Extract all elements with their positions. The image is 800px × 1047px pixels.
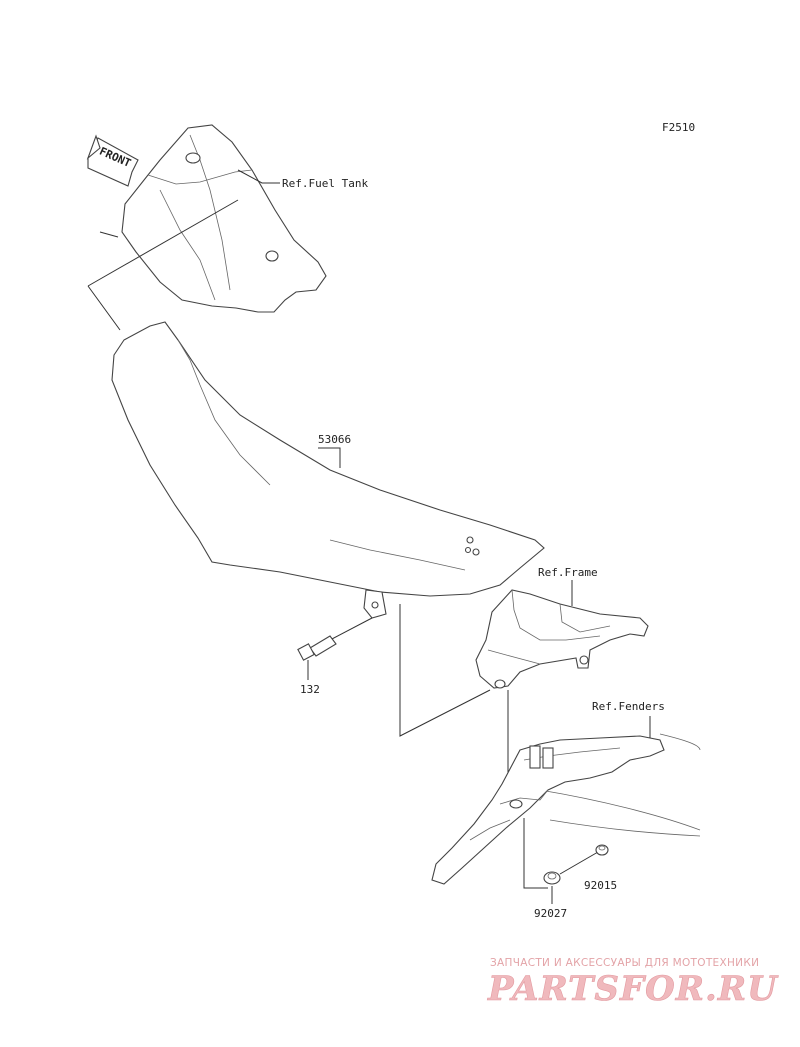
front-arrow-icon: FRONT — [86, 134, 139, 187]
seat-part-number: 53066 — [318, 433, 351, 446]
nut-part[interactable] — [543, 871, 561, 885]
ref-fuel-tank-label: Ref.Fuel Tank — [282, 177, 368, 190]
watermark-logo: ЗАПЧАСТИ И АКСЕССУАРЫ ДЛЯ МОТОТЕХНИКИ PA… — [487, 957, 779, 1009]
seat-bracket — [363, 589, 387, 619]
bolt-part[interactable] — [297, 617, 373, 661]
watermark-tagline: ЗАПЧАСТИ И АКСЕССУАРЫ ДЛЯ МОТОТЕХНИКИ — [490, 957, 759, 969]
ref-frame-label: Ref.Frame — [538, 566, 598, 579]
seat-part[interactable] — [111, 321, 545, 597]
nut-part-number: 92027 — [534, 907, 567, 920]
ref-fenders-label: Ref.Fenders — [592, 700, 665, 713]
fuel-tank-part[interactable] — [121, 124, 327, 313]
fender-part[interactable] — [431, 733, 701, 885]
bolt-part-number: 132 — [300, 683, 320, 696]
frame-part[interactable] — [475, 589, 649, 689]
watermark-brand: PARTSFOR.RU — [487, 969, 779, 1009]
collar-part[interactable] — [595, 844, 609, 856]
figure-code: F2510 — [662, 121, 695, 134]
collar-part-number: 92015 — [584, 879, 617, 892]
